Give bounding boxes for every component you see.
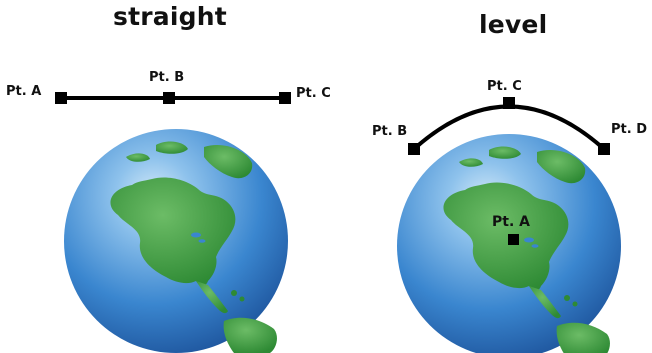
right-point-a-label: Pt. A: [492, 214, 530, 230]
left-point-c-label: Pt. C: [296, 86, 331, 101]
right-point-b-marker: [408, 143, 420, 155]
left-point-c-marker: [279, 92, 291, 104]
right-point-a-marker: [508, 234, 519, 245]
straight-title: straight: [113, 2, 227, 31]
right-point-b-label: Pt. B: [372, 124, 407, 139]
right-point-c-marker: [503, 97, 515, 109]
level-title: level: [479, 10, 548, 39]
left-point-a-label: Pt. A: [6, 84, 41, 99]
right-point-d-label: Pt. D: [611, 122, 647, 137]
right-point-c-label: Pt. C: [487, 79, 522, 94]
left-globe: [64, 129, 288, 353]
left-point-b-marker: [163, 92, 175, 104]
left-point-b-label: Pt. B: [149, 70, 184, 85]
left-point-a-marker: [55, 92, 67, 104]
right-point-d-marker: [598, 143, 610, 155]
